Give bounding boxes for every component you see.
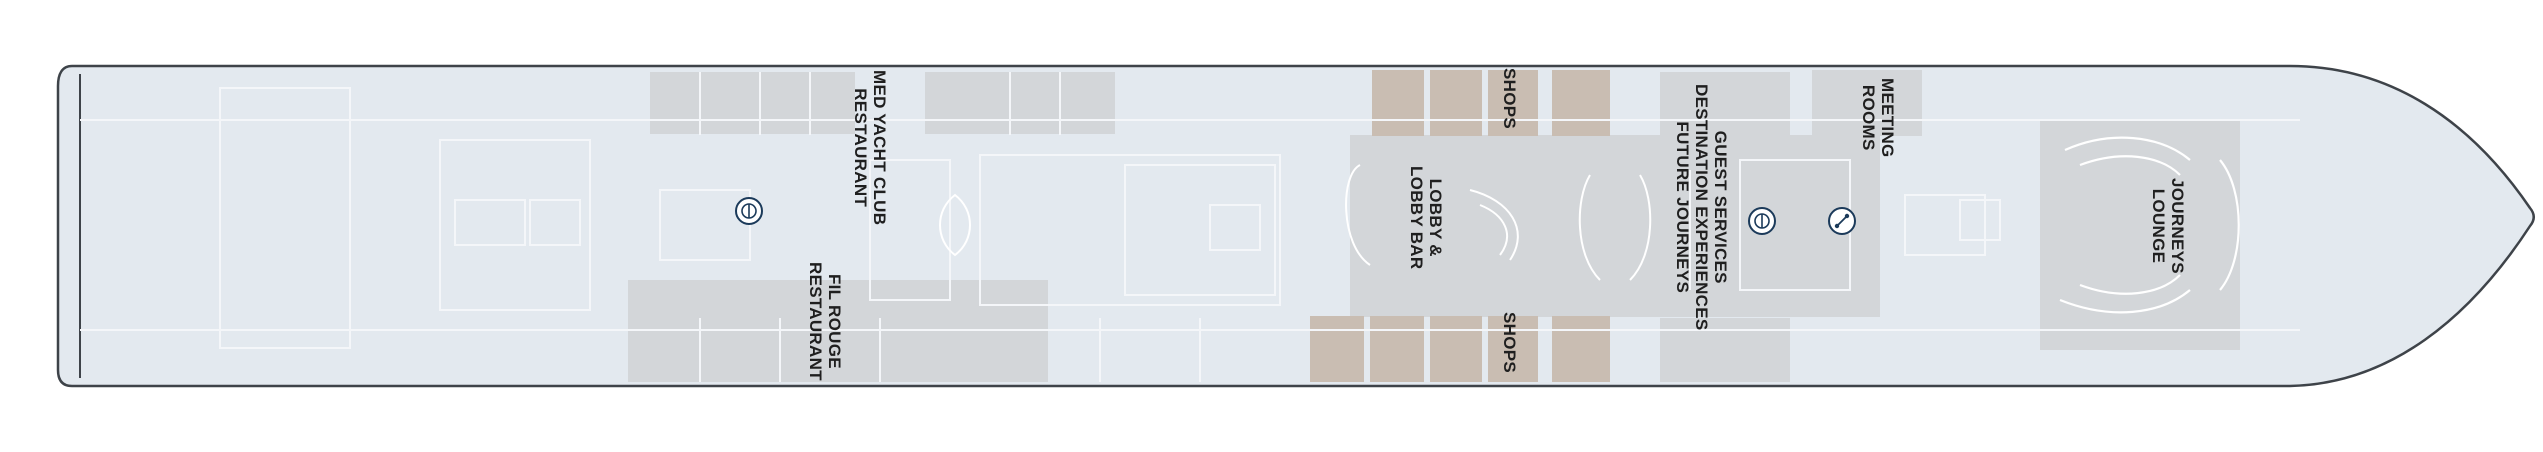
label-med-yacht-club-restaurant: MED YACHT CLUB RESTAURANT xyxy=(851,70,889,226)
label-journeys-lounge: JOURNEYS LOUNGE xyxy=(2149,178,2187,274)
label-guest-services: GUEST SERVICES DESTINATION EXPERIENCES F… xyxy=(1673,84,1730,331)
label-shops-bottom: SHOPS xyxy=(1500,312,1519,374)
shop-unit xyxy=(1370,316,1424,382)
shop-unit xyxy=(1552,316,1610,382)
lobby-staircase xyxy=(939,164,1652,281)
journeys-lounge-seating xyxy=(2059,136,2240,314)
shop-unit xyxy=(1310,316,1364,382)
label-shops-top: SHOPS xyxy=(1500,68,1519,130)
shop-unit xyxy=(1488,70,1538,136)
interior-lines xyxy=(80,72,2300,382)
elevator-icon xyxy=(735,197,763,225)
label-lobby-and-lobby-bar: LOBBY & LOBBY BAR xyxy=(1407,166,1445,270)
elevator-icon xyxy=(1748,207,1776,235)
shop-blocks xyxy=(1310,70,1610,382)
shop-unit xyxy=(1430,316,1482,382)
label-fil-rouge-restaurant: FIL ROUGE RESTAURANT xyxy=(806,262,844,381)
label-meeting-rooms: MEETING ROOMS xyxy=(1859,78,1897,158)
shop-unit xyxy=(1552,70,1610,136)
restroom-icon xyxy=(1828,207,1856,235)
shop-unit xyxy=(1430,70,1482,136)
shop-unit xyxy=(1488,316,1538,382)
shop-unit xyxy=(1372,70,1424,136)
